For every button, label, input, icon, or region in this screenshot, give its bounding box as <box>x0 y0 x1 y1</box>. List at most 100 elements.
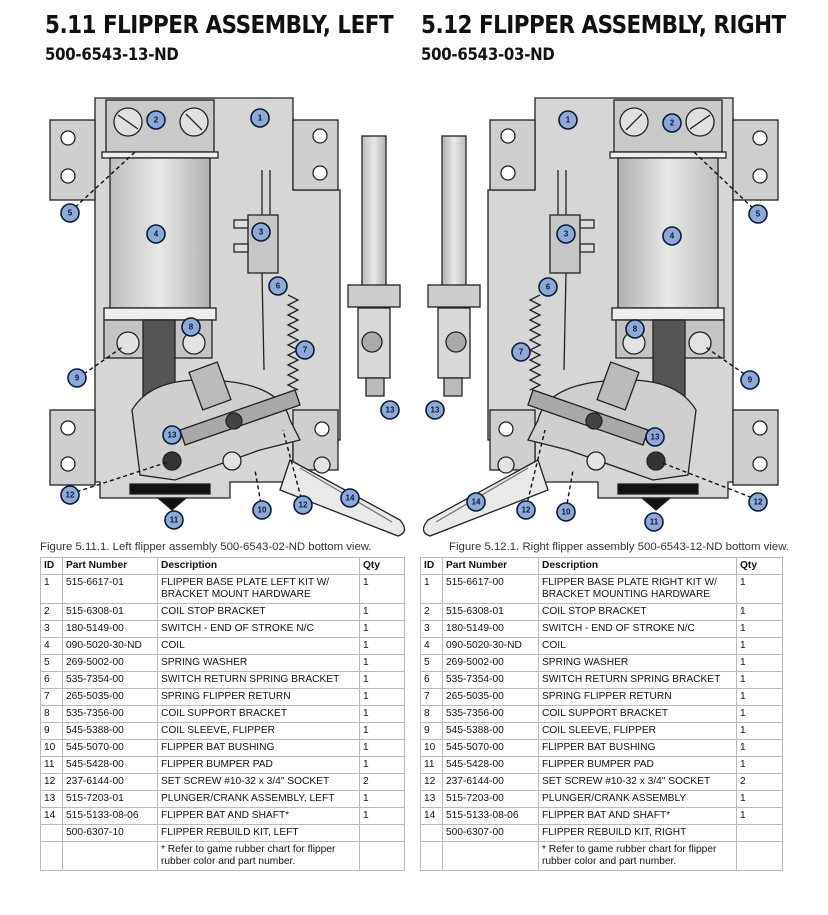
callout-3: 3 <box>251 222 271 242</box>
svg-text:12: 12 <box>66 491 75 500</box>
callout-9: 9 <box>740 370 760 390</box>
callout-4: 4 <box>662 226 682 246</box>
callout-11: 11 <box>164 510 184 530</box>
row-id: 4 <box>420 637 443 655</box>
row-qty <box>359 824 405 842</box>
row-qty: 1 <box>736 671 783 689</box>
row-qty: 1 <box>736 620 783 638</box>
svg-text:14: 14 <box>472 498 481 507</box>
row-id: 4 <box>40 637 63 655</box>
svg-text:6: 6 <box>276 282 281 291</box>
row-part-number: 515-6308-01 <box>62 603 158 621</box>
row-description: COIL STOP BRACKET <box>157 603 360 621</box>
column-header: ID <box>420 557 443 575</box>
flipper-shaft <box>361 135 387 287</box>
row-description: FLIPPER BASE PLATE RIGHT KIT W/ BRACKET … <box>538 574 737 604</box>
row-id: 10 <box>40 739 63 757</box>
right-flipper-diagram: 1 2 3 4 5 6 7 8 9 10 11 12 12 13 13 14 <box>422 97 779 537</box>
row-id: 6 <box>420 671 443 689</box>
column-header: ID <box>40 557 63 575</box>
callout-14: 14 <box>466 492 486 512</box>
row-part-number: 265-5035-00 <box>62 688 158 706</box>
row-id <box>420 841 443 871</box>
row-description: FLIPPER BUMPER PAD <box>538 756 737 774</box>
row-id: 3 <box>40 620 63 638</box>
row-description: SWITCH - END OF STROKE N/C <box>157 620 360 638</box>
left-callouts: 1 2 3 4 5 6 7 8 9 10 11 12 12 13 13 14 <box>60 108 400 530</box>
svg-text:4: 4 <box>670 232 675 241</box>
row-id: 8 <box>40 705 63 723</box>
right-callouts: 1 2 3 4 5 6 7 8 9 10 11 12 12 13 13 14 <box>425 110 768 532</box>
row-description: FLIPPER BAT BUSHING <box>157 739 360 757</box>
callout-1: 1 <box>558 110 578 130</box>
row-id: 12 <box>40 773 63 791</box>
svg-text:12: 12 <box>754 498 763 507</box>
callout-8: 8 <box>625 319 645 339</box>
row-id: 3 <box>420 620 443 638</box>
row-qty: 1 <box>359 671 405 689</box>
callout-10: 10 <box>252 500 272 520</box>
row-part-number: 535-7356-00 <box>62 705 158 723</box>
callout-1: 1 <box>250 108 270 128</box>
bumper-pad <box>129 483 211 495</box>
row-id <box>40 824 63 842</box>
left-assembly-number: 500-6543-13-ND <box>45 45 179 65</box>
column-header: Part Number <box>62 557 158 575</box>
row-id: 13 <box>420 790 443 808</box>
row-description: SET SCREW #10-32 x 3/4" SOCKET <box>157 773 360 791</box>
column-header: Description <box>538 557 737 575</box>
row-description: SWITCH RETURN SPRING BRACKET <box>157 671 360 689</box>
row-description: FLIPPER BAT AND SHAFT* <box>157 807 360 825</box>
callout-13b: 13 <box>425 400 445 420</box>
column-header: Part Number <box>442 557 539 575</box>
callout-12a: 12 <box>60 485 80 505</box>
row-qty: 1 <box>359 739 405 757</box>
row-id: 2 <box>420 603 443 621</box>
svg-text:13: 13 <box>431 406 440 415</box>
row-qty: 1 <box>736 722 783 740</box>
row-description: COIL <box>538 637 737 655</box>
row-description: FLIPPER BAT BUSHING <box>538 739 737 757</box>
callout-12b: 12 <box>293 495 313 515</box>
row-description: COIL <box>157 637 360 655</box>
row-qty: 1 <box>359 705 405 723</box>
row-id <box>40 841 63 871</box>
row-description: SET SCREW #10-32 x 3/4" SOCKET <box>538 773 737 791</box>
row-qty: 2 <box>736 773 783 791</box>
row-id: 11 <box>40 756 63 774</box>
row-part-number: 180-5149-00 <box>442 620 539 638</box>
row-id: 9 <box>420 722 443 740</box>
row-description: COIL SLEEVE, FLIPPER <box>538 722 737 740</box>
svg-text:2: 2 <box>670 119 675 128</box>
column-header: Description <box>157 557 360 575</box>
row-part-number <box>442 841 539 871</box>
row-part-number: 515-7203-01 <box>62 790 158 808</box>
row-id: 5 <box>420 654 443 672</box>
row-qty <box>736 824 783 842</box>
row-part-number: 090-5020-30-ND <box>442 637 539 655</box>
right-section-title: 5.12 FLIPPER ASSEMBLY, RIGHT <box>421 10 786 39</box>
row-id: 12 <box>420 773 443 791</box>
svg-text:10: 10 <box>562 508 571 517</box>
row-id: 1 <box>40 574 63 604</box>
callout-4: 4 <box>146 224 166 244</box>
svg-text:1: 1 <box>566 116 571 125</box>
svg-text:12: 12 <box>522 506 531 515</box>
row-description: SWITCH RETURN SPRING BRACKET <box>538 671 737 689</box>
row-description: PLUNGER/CRANK ASSEMBLY <box>538 790 737 808</box>
